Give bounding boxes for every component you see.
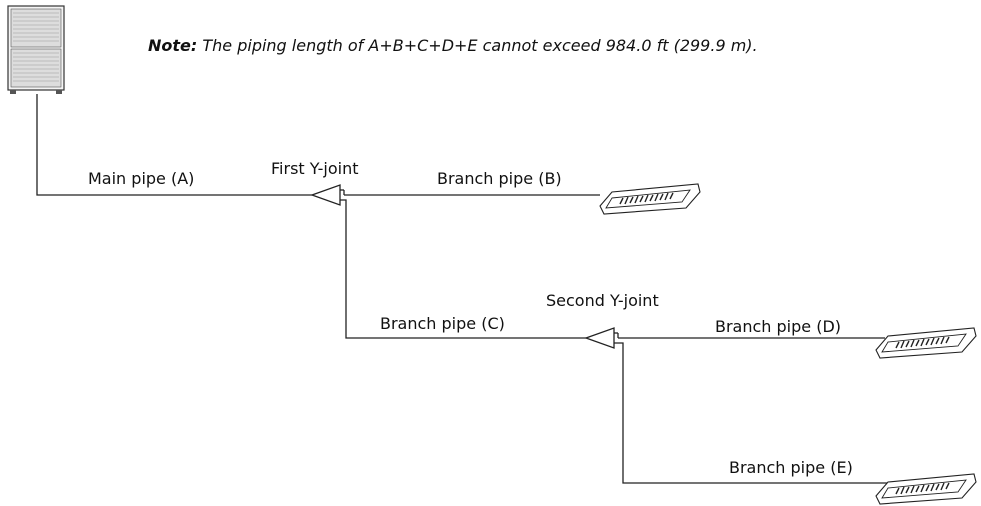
branch-pipe-b-label: Branch pipe (B) — [437, 169, 562, 188]
branch-pipe-e-line — [614, 342, 888, 484]
second-y-joint-icon — [584, 327, 619, 349]
first-y-joint-icon — [310, 184, 345, 206]
outdoor-unit-icon — [7, 5, 65, 94]
branch-pipe-d-label: Branch pipe (D) — [715, 317, 842, 336]
indoor-unit-b-icon — [599, 183, 701, 215]
second-y-joint-label: Second Y-joint — [546, 291, 659, 310]
pipe-lines — [36, 94, 888, 484]
indoor-unit-d-icon — [875, 327, 977, 359]
note-prefix: Note: — [148, 36, 198, 55]
note-body: The piping length of A+B+C+D+E cannot ex… — [197, 36, 758, 55]
indoor-unit-e-icon — [875, 473, 977, 505]
branch-pipe-e-label: Branch pipe (E) — [729, 458, 853, 477]
main-pipe-line — [36, 94, 312, 196]
main-pipe-label: Main pipe (A) — [88, 169, 195, 188]
branch-pipe-c-label: Branch pipe (C) — [380, 314, 505, 333]
note-text: Note: The piping length of A+B+C+D+E can… — [148, 36, 758, 55]
first-y-joint-label: First Y-joint — [271, 159, 359, 178]
branch-pipe-c-line — [340, 199, 586, 339]
